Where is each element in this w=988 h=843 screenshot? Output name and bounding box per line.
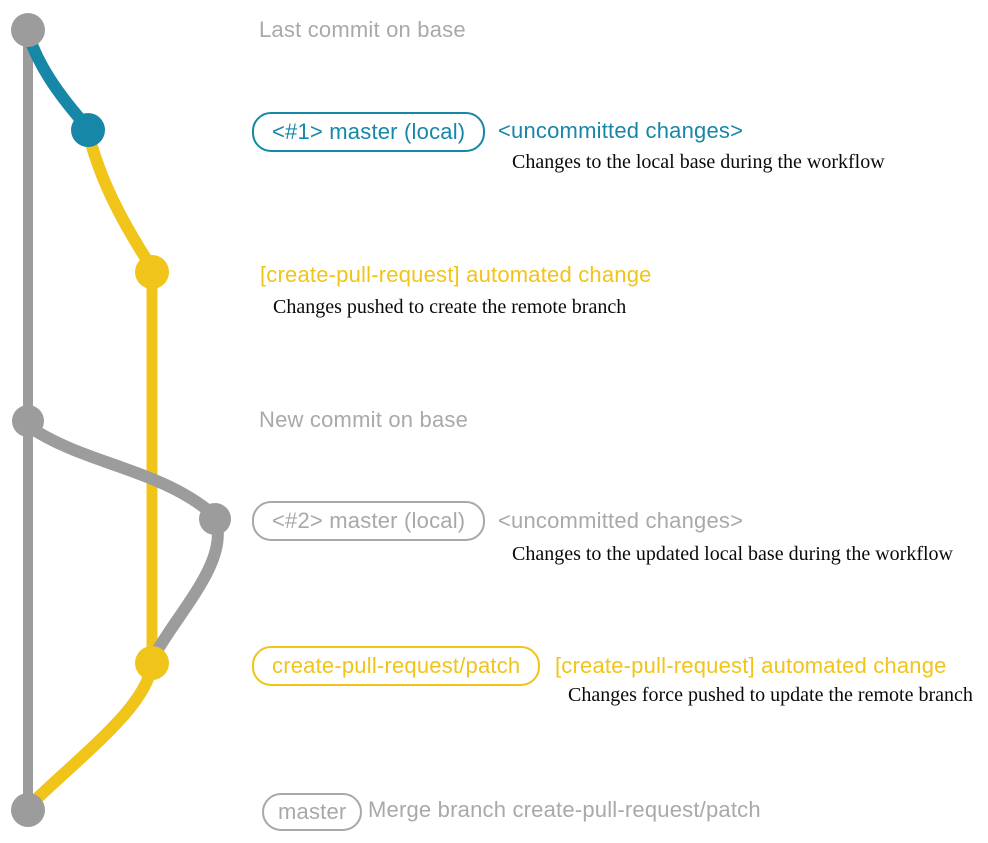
new-commit-label: New commit on base — [259, 407, 469, 432]
commit-node-uncommitted-2 — [199, 503, 231, 535]
branch-badge-patch: create-pull-request/patch — [252, 646, 541, 686]
commit-node-automated-2 — [135, 646, 169, 680]
uncommitted-changes-title-1: <uncommitted changes> — [498, 118, 744, 143]
uncommitted-changes-desc-2: Changes to the updated local base during… — [512, 543, 953, 565]
branch-badge-master-local-2: <#2> master (local) — [252, 501, 486, 541]
local-master-branch-line-1 — [22, 28, 94, 134]
local-master-branch-line-2 — [22, 420, 221, 522]
commit-node-new-base — [12, 405, 44, 437]
uncommitted-changes-desc-1: Changes to the local base during the wor… — [512, 151, 885, 173]
patch-branch-curve-top — [82, 126, 158, 274]
commit-node-last-base — [11, 13, 45, 47]
automated-change-title-1: [create-pull-request] automated change — [260, 262, 652, 287]
last-commit-label: Last commit on base — [259, 17, 466, 42]
commit-node-uncommitted-1 — [71, 113, 105, 147]
local-master-rebase-curve — [148, 515, 224, 662]
uncommitted-changes-title-2: <uncommitted changes> — [498, 508, 744, 533]
automated-change-title-2: [create-pull-request] automated change — [555, 653, 947, 678]
commit-node-merge — [11, 793, 45, 827]
branch-badge-master: master — [262, 793, 363, 831]
automated-change-desc-2: Changes force pushed to update the remot… — [568, 684, 973, 706]
branch-badge-master-local-1: <#1> master (local) — [252, 112, 486, 152]
merge-branch-label: Merge branch create-pull-request/patch — [368, 797, 761, 822]
automated-change-desc-1: Changes pushed to create the remote bran… — [273, 296, 627, 318]
patch-branch-merge-curve — [23, 658, 158, 812]
commit-node-automated-1 — [135, 255, 169, 289]
